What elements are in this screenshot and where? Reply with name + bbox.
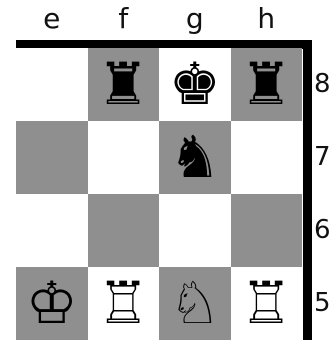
square-e8[interactable] (16, 48, 88, 121)
white-knight-icon[interactable]: ♘ (169, 274, 221, 332)
file-label-f: f (88, 2, 160, 36)
square-h8[interactable]: ♜ (231, 48, 303, 121)
square-f8[interactable]: ♜ (88, 48, 160, 121)
square-f5[interactable]: ♖ (88, 267, 160, 340)
black-king-icon[interactable]: ♚ (169, 55, 221, 113)
chess-board: ♜ ♚ ♜ ♞ ♔ ♖ ♘ ♖ (16, 48, 302, 340)
square-e7[interactable] (16, 121, 88, 194)
rank-label-6: 6 (314, 215, 334, 245)
white-rook-icon[interactable]: ♖ (240, 274, 292, 332)
white-rook-icon[interactable]: ♖ (97, 274, 149, 332)
black-knight-icon[interactable]: ♞ (169, 128, 221, 186)
file-labels: e f g h (16, 2, 302, 36)
black-rook-icon[interactable]: ♜ (240, 55, 292, 113)
square-h7[interactable] (231, 121, 303, 194)
square-e6[interactable] (16, 194, 88, 267)
board-grid: ♜ ♚ ♜ ♞ ♔ ♖ ♘ ♖ (16, 48, 302, 340)
white-king-icon[interactable]: ♔ (26, 274, 78, 332)
rank-labels: 8 7 6 5 (314, 48, 334, 340)
square-h6[interactable] (231, 194, 303, 267)
square-g7[interactable]: ♞ (159, 121, 231, 194)
rank-label-5: 5 (314, 288, 334, 318)
square-g8[interactable]: ♚ (159, 48, 231, 121)
square-g6[interactable] (159, 194, 231, 267)
black-rook-icon[interactable]: ♜ (97, 55, 149, 113)
file-label-g: g (159, 2, 231, 36)
board-border-right (303, 40, 312, 340)
file-label-h: h (231, 2, 303, 36)
square-g5[interactable]: ♘ (159, 267, 231, 340)
square-f6[interactable] (88, 194, 160, 267)
square-e5[interactable]: ♔ (16, 267, 88, 340)
square-f7[interactable] (88, 121, 160, 194)
square-h5[interactable]: ♖ (231, 267, 303, 340)
rank-label-8: 8 (314, 69, 334, 99)
file-label-e: e (16, 2, 88, 36)
rank-label-7: 7 (314, 142, 334, 172)
